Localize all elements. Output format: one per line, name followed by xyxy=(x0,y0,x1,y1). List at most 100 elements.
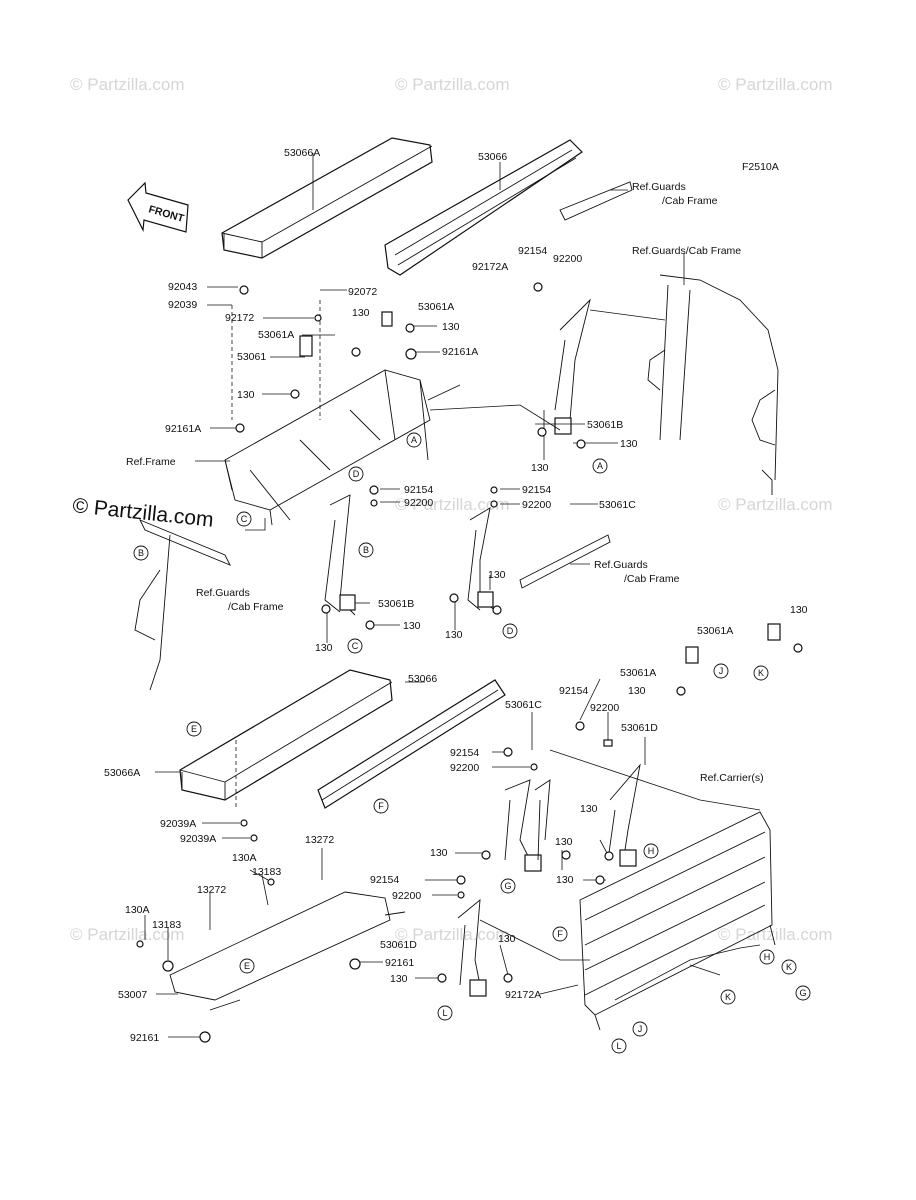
callout-k: K xyxy=(781,959,797,975)
part-label: 130 xyxy=(531,462,549,474)
part-label: 92039A xyxy=(180,833,216,845)
callout-k: K xyxy=(720,989,736,1005)
cab-frame-right xyxy=(647,274,779,495)
part-label: 92161A xyxy=(165,423,201,435)
part-label: 130 xyxy=(580,803,598,815)
cargo-carrier xyxy=(579,811,776,1031)
seat-back-top xyxy=(384,139,583,276)
watermark: © Partzilla.com xyxy=(718,925,833,944)
seatbelt-bottom-mid xyxy=(534,779,551,861)
part-label: 53066 xyxy=(408,673,437,685)
reference-paths xyxy=(231,300,761,1001)
callout-h: H xyxy=(643,843,659,859)
svg-text:A: A xyxy=(597,461,603,471)
seat-cushion-top xyxy=(221,137,433,259)
svg-text:J: J xyxy=(719,666,724,676)
part-label: 130 xyxy=(445,629,463,641)
part-label: 130 xyxy=(488,569,506,581)
svg-text:E: E xyxy=(244,961,250,971)
part-label: 130 xyxy=(442,321,460,333)
callout-l: L xyxy=(437,1005,453,1021)
part-label: 53061D xyxy=(621,722,658,734)
part-label: 13272 xyxy=(197,884,226,896)
part-label: 92154 xyxy=(404,484,433,496)
svg-text:F: F xyxy=(378,801,384,811)
svg-text:L: L xyxy=(616,1041,621,1051)
part-label: 53007 xyxy=(118,989,147,1001)
callout-b: B xyxy=(358,542,374,558)
ref-label: Ref.Carrier(s) xyxy=(700,772,764,784)
part-label: 130 xyxy=(430,847,448,859)
watermark: © Partzilla.com xyxy=(718,495,833,514)
part-label: 130 xyxy=(628,685,646,697)
part-label: 130 xyxy=(790,604,808,616)
part-label: 53061B xyxy=(587,419,623,431)
ref-label: Ref.Frame xyxy=(126,456,176,468)
callout-j: J xyxy=(632,1021,648,1037)
part-label: 53061C xyxy=(599,499,636,511)
ref-label: Ref.Guards/Cab Frame xyxy=(632,245,741,257)
part-label: 130 xyxy=(555,836,573,848)
callout-f: F xyxy=(373,798,389,814)
cab-frame-left xyxy=(134,519,231,691)
ref-label: Ref.Guards xyxy=(632,181,686,193)
guard-bar-top xyxy=(559,181,633,221)
svg-text:B: B xyxy=(363,545,369,555)
part-label: 130 xyxy=(390,973,408,985)
part-label: 130A xyxy=(232,852,257,864)
callout-g: G xyxy=(795,985,811,1001)
part-label: 53061A xyxy=(418,301,454,313)
part-label: 130 xyxy=(352,307,370,319)
svg-text:K: K xyxy=(725,992,731,1002)
leader-lines xyxy=(144,153,685,1038)
callout-l: L xyxy=(611,1038,627,1054)
part-label: 130 xyxy=(498,933,516,945)
ref-label: Ref.Guards xyxy=(196,587,250,599)
part-label: 92200 xyxy=(450,762,479,774)
svg-text:K: K xyxy=(758,668,764,678)
svg-text:B: B xyxy=(138,548,144,558)
main-frame xyxy=(224,369,461,526)
part-label: 92161 xyxy=(130,1032,159,1044)
part-label: 130 xyxy=(237,389,255,401)
part-label: 130 xyxy=(620,438,638,450)
part-label: 13183 xyxy=(252,866,281,878)
ref-label: /Cab Frame xyxy=(624,573,680,585)
part-label: 53061C xyxy=(505,699,542,711)
ref-label: Ref.Guards xyxy=(594,559,648,571)
watermark: © Partzilla.com xyxy=(70,75,185,94)
watermark: © Partzilla.com xyxy=(395,75,510,94)
part-label: 13272 xyxy=(305,834,334,846)
buckle-bottom-right xyxy=(685,623,781,664)
callout-k: K xyxy=(753,665,769,681)
part-label: 130A xyxy=(125,904,150,916)
part-label: 92172A xyxy=(505,989,541,1001)
part-label: 53066 xyxy=(478,151,507,163)
part-label: 53061A xyxy=(258,329,294,341)
part-label: 92200 xyxy=(590,702,619,714)
callout-e: E xyxy=(186,721,202,737)
part-label: 53066A xyxy=(284,147,320,159)
part-label: 92200 xyxy=(392,890,421,902)
callout-c: C xyxy=(236,511,252,527)
part-label: 92154 xyxy=(370,874,399,886)
figure-code: F2510A xyxy=(742,161,779,173)
svg-text:J: J xyxy=(638,1024,643,1034)
callout-e: E xyxy=(239,958,255,974)
part-label: 53061B xyxy=(378,598,414,610)
seatbelt-bottom-left xyxy=(504,779,542,872)
part-label: 92154 xyxy=(522,484,551,496)
part-label: 92154 xyxy=(450,747,479,759)
callout-d: D xyxy=(502,623,518,639)
part-label: 92161A xyxy=(442,346,478,358)
callout-d: D xyxy=(348,466,364,482)
part-label: 92161 xyxy=(385,957,414,969)
svg-text:G: G xyxy=(799,988,806,998)
svg-text:H: H xyxy=(764,952,771,962)
svg-text:D: D xyxy=(507,626,514,636)
svg-text:H: H xyxy=(648,846,655,856)
seatbelt-bottom-right xyxy=(607,763,641,867)
part-label: 13183 xyxy=(152,919,181,931)
callout-g: G xyxy=(500,878,516,894)
part-label: 53061A xyxy=(620,667,656,679)
